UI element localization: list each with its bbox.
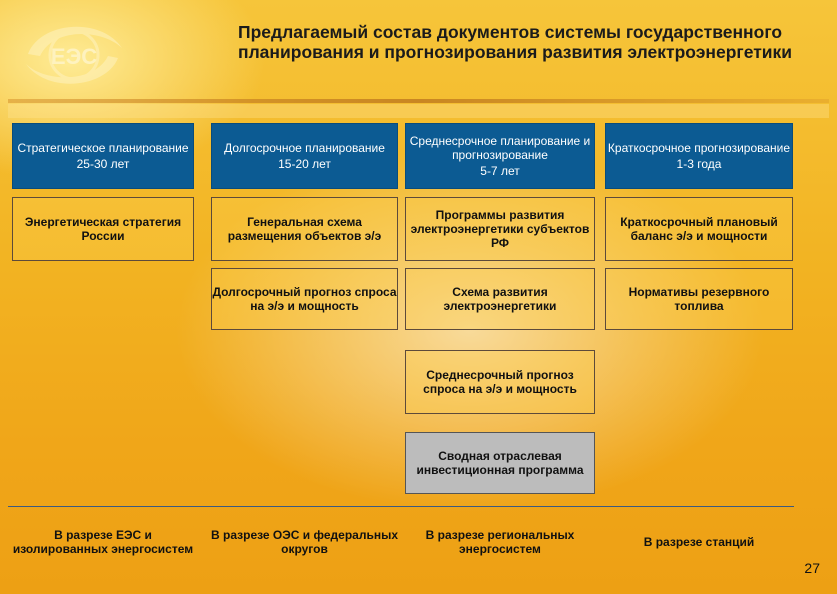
- breakdown-label: В разрезе станций: [643, 535, 755, 549]
- header-label: Среднесрочное планирование и прогнозиров…: [409, 134, 591, 162]
- breakdown-label: В разрезе ЕЭС и изолированных энергосист…: [12, 528, 194, 556]
- header-divider: [8, 99, 829, 103]
- doc-short-term-balance: Краткосрочный плановый баланс э/э и мощн…: [605, 197, 793, 261]
- header-label: Стратегическое планирование: [17, 141, 189, 155]
- doc-label: Программы развития электроэнергетики суб…: [410, 208, 590, 250]
- header-band: [8, 104, 829, 118]
- doc-energy-strategy: Энергетическая стратегия России: [12, 197, 194, 261]
- doc-mid-term-forecast: Среднесрочный прогноз спроса на э/э и мо…: [405, 350, 595, 414]
- header-period: 15-20 лет: [278, 157, 331, 171]
- breakdown-oes: В разрезе ОЭС и федеральных округов: [211, 512, 398, 572]
- logo-text: ЕЭС: [51, 44, 97, 69]
- doc-general-scheme: Генеральная схема размещения объектов э/…: [211, 197, 398, 261]
- doc-label: Сводная отраслевая инвестиционная програ…: [416, 449, 584, 477]
- doc-label: Энергетическая стратегия России: [24, 215, 182, 243]
- doc-label: Нормативы резервного топлива: [628, 285, 770, 313]
- breakdown-label: В разрезе региональных энергосистем: [425, 528, 575, 556]
- page-number: 27: [804, 560, 820, 576]
- header-label: Долгосрочное планирование: [224, 141, 385, 155]
- header-label: Краткосрочное прогнозирование: [607, 141, 791, 155]
- header-period: 25-30 лет: [76, 157, 130, 171]
- doc-label: Генеральная схема размещения объектов э/…: [227, 215, 382, 243]
- header-mid-term: Среднесрочное планирование и прогнозиров…: [405, 123, 595, 189]
- doc-reserve-fuel: Нормативы резервного топлива: [605, 268, 793, 330]
- bottom-divider: [8, 506, 794, 507]
- header-strategic: Стратегическое планирование 25-30 лет: [12, 123, 194, 189]
- breakdown-ees: В разрезе ЕЭС и изолированных энергосист…: [12, 512, 194, 572]
- page-title: Предлагаемый состав документов системы г…: [238, 22, 793, 62]
- breakdown-regional: В разрезе региональных энергосистем: [405, 512, 595, 572]
- doc-label: Схема развития электроэнергетики: [443, 285, 557, 313]
- doc-regional-programs: Программы развития электроэнергетики суб…: [405, 197, 595, 261]
- header-short-term: Краткосрочное прогнозирование 1-3 года: [605, 123, 793, 189]
- ees-logo-icon: ЕЭС: [26, 26, 122, 84]
- doc-investment-program: Сводная отраслевая инвестиционная програ…: [405, 432, 595, 494]
- doc-label: Долгосрочный прогноз спроса на э/э и мощ…: [212, 285, 397, 313]
- doc-development-scheme: Схема развития электроэнергетики: [405, 268, 595, 330]
- header-period: 5-7 лет: [480, 164, 520, 178]
- doc-long-term-forecast: Долгосрочный прогноз спроса на э/э и мощ…: [211, 268, 398, 330]
- doc-label: Среднесрочный прогноз спроса на э/э и мо…: [423, 368, 577, 396]
- doc-label: Краткосрочный плановый баланс э/э и мощн…: [620, 215, 778, 243]
- header-long-term: Долгосрочное планирование 15-20 лет: [211, 123, 398, 189]
- header-period: 1-3 года: [676, 157, 722, 171]
- breakdown-stations: В разрезе станций: [605, 512, 793, 572]
- breakdown-label: В разрезе ОЭС и федеральных округов: [211, 528, 398, 556]
